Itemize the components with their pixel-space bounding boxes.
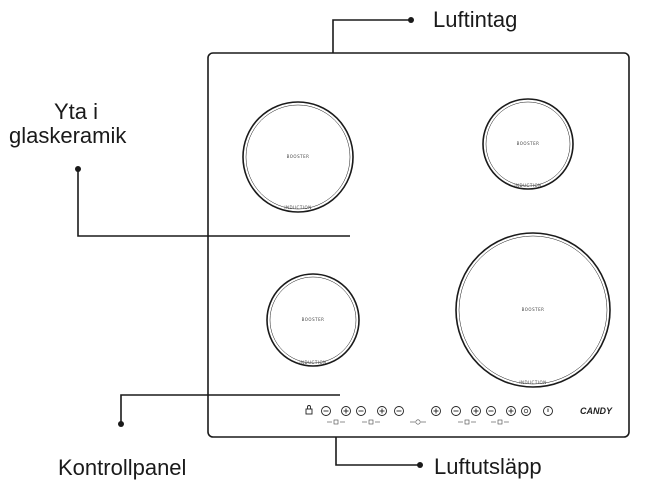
plus-icon [377, 406, 387, 416]
cooking-zone-bottom-left: BOOSTER INDUCTION [266, 273, 360, 367]
minus-icon [486, 406, 496, 416]
minus-icon [356, 406, 366, 416]
minus-icon [451, 406, 461, 416]
label-air-intake: Luftintag [433, 7, 518, 32]
leader-glass-surface [75, 166, 350, 237]
cooking-zone-top-right: BOOSTER INDUCTION [482, 98, 574, 190]
zone-marker: INDUCTION [284, 205, 311, 210]
minus-icon [321, 406, 331, 416]
label-glass-surface-line2: glaskeramik [9, 123, 127, 148]
cooking-zone-top-left: BOOSTER INDUCTION [242, 101, 354, 213]
zone-marker: INDUCTION [514, 183, 541, 188]
label-air-outlet: Luftutsläpp [434, 454, 542, 479]
zone-marker: INDUCTION [299, 360, 326, 365]
leader-control-panel [118, 394, 340, 427]
booster-icon [521, 406, 531, 416]
power-icon [543, 406, 553, 416]
brand-logo: CANDY [580, 406, 613, 416]
zone-inner-label: BOOSTER [302, 317, 325, 322]
plus-icon [506, 406, 516, 416]
cooking-zone-bottom-right: BOOSTER INDUCTION [455, 232, 611, 388]
minus-icon [394, 406, 404, 416]
label-glass-surface-line1: Yta i [54, 99, 99, 124]
zone-inner-label: BOOSTER [287, 154, 310, 159]
plus-icon [471, 406, 481, 416]
zone-inner-label: BOOSTER [517, 141, 540, 146]
plus-icon [341, 406, 351, 416]
plus-icon [431, 406, 441, 416]
label-control-panel: Kontrollpanel [58, 455, 187, 480]
zone-marker: INDUCTION [519, 380, 546, 385]
lock-icon [305, 405, 313, 415]
leader-air-intake [332, 17, 414, 53]
control-panel: CANDY [305, 405, 613, 425]
zone-indicator-marks [327, 419, 509, 425]
hob-outline [207, 52, 630, 438]
zone-inner-label: BOOSTER [522, 307, 545, 312]
leader-air-outlet [335, 437, 423, 468]
